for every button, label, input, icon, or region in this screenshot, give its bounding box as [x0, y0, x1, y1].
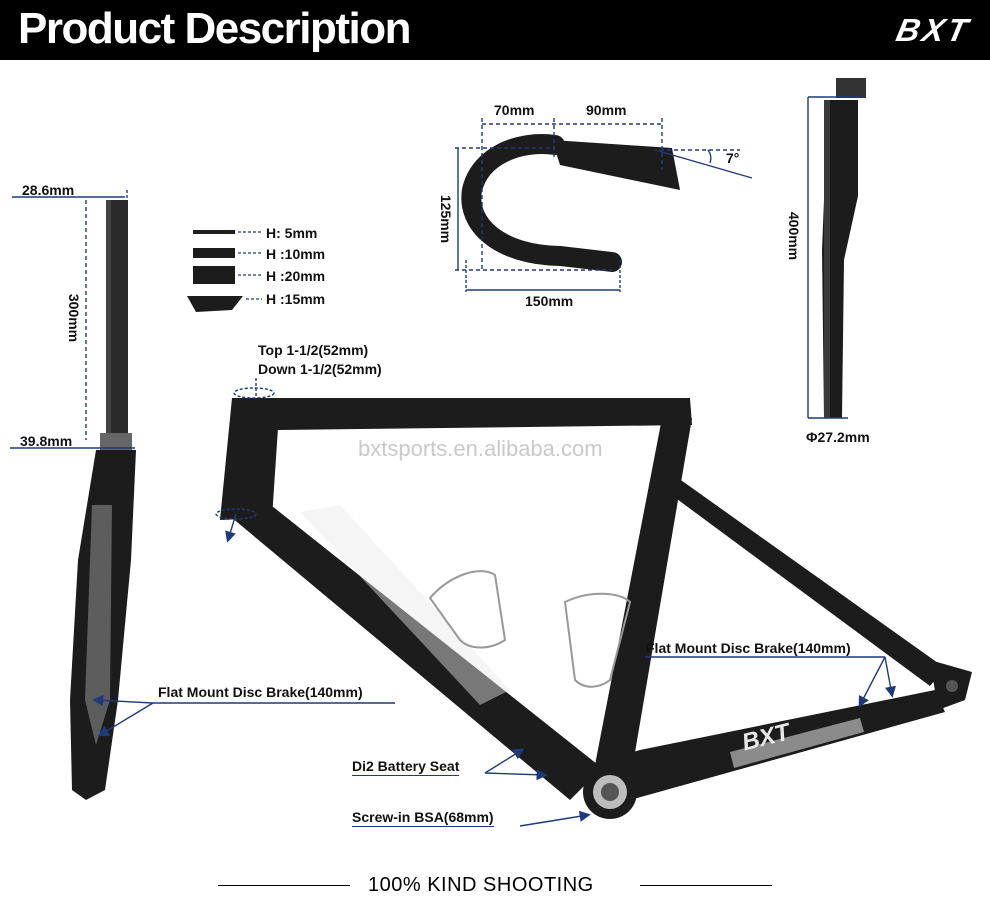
seatpost-length-label: 400mm	[786, 211, 803, 261]
callout-leaders	[92, 656, 896, 827]
footer-line-right	[640, 885, 772, 886]
handlebar-reach-left-label: 70mm	[494, 102, 535, 118]
fork-dimension-lines	[10, 190, 135, 449]
spacers-drawing	[187, 230, 243, 312]
fork-bottom-diameter-label: 39.8mm	[20, 433, 73, 449]
front-brake-callout: Flat Mount Disc Brake(140mm)	[158, 684, 363, 700]
rear-brake-callout: Flat Mount Disc Brake(140mm)	[646, 640, 851, 656]
bottle-cages	[428, 570, 632, 688]
spacer-15mm-label: H :15mm	[266, 291, 326, 307]
footer-text: 100% KIND SHOOTING	[368, 874, 594, 896]
fork-top-diameter-label: 28.6mm	[22, 182, 75, 198]
fork-drawing	[70, 200, 136, 800]
handlebar-drawing	[461, 134, 680, 272]
watermark: bxtsports.en.alibaba.com	[358, 436, 603, 461]
bottom-bracket-callout: Screw-in BSA(68mm)	[352, 809, 494, 827]
handlebar-width-label: 150mm	[525, 293, 574, 309]
header-bar: Product Description BXT	[0, 0, 990, 60]
spacer-5mm-label: H: 5mm	[266, 225, 318, 241]
frame-drawing	[220, 398, 972, 819]
spacer-20mm-label: H :20mm	[266, 268, 326, 284]
footer-line-left	[218, 885, 350, 886]
seatpost-drawing	[822, 78, 866, 418]
spacer-10mm-label: H :10mm	[266, 246, 326, 262]
handlebar-dimension-lines	[455, 118, 753, 292]
headtube-top-label: Top 1-1/2(52mm)	[258, 342, 369, 358]
handlebar-drop-label: 125mm	[438, 194, 455, 244]
fork-length-label: 300mm	[66, 293, 83, 343]
handlebar-reach-right-label: 90mm	[586, 102, 627, 118]
headtube-down-label: Down 1-1/2(52mm)	[258, 361, 382, 377]
battery-seat-callout: Di2 Battery Seat	[352, 758, 460, 776]
handlebar-angle-label: 7°	[726, 150, 740, 166]
page-title: Product Description	[18, 4, 412, 53]
seatpost-dimension-lines	[807, 96, 862, 419]
seatpost-diameter-label: Φ27.2mm	[806, 429, 870, 445]
